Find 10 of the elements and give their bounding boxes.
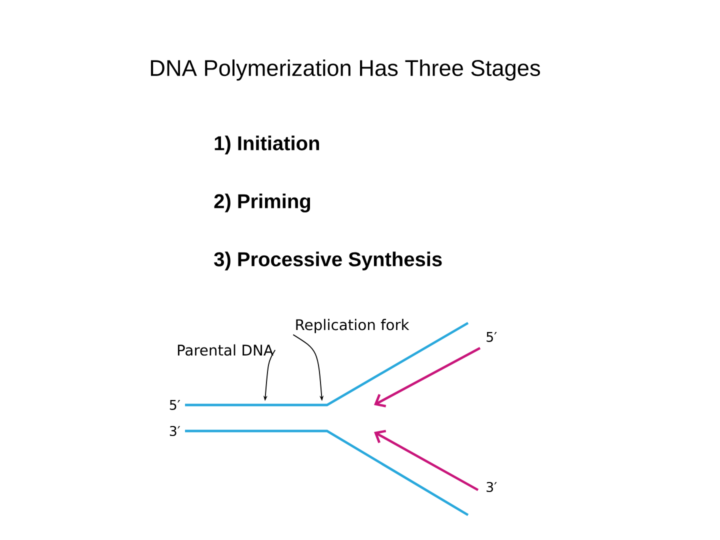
list-item: 2) Priming — [214, 194, 310, 212]
end-label: 3′ — [170, 426, 180, 436]
title: DNA Polymerization Has Three Stages — [150, 59, 540, 81]
end-label: 5′ — [170, 400, 180, 410]
callout-label: Replication fork — [296, 318, 410, 334]
list-item: 3) Processive Synthesis — [214, 252, 442, 270]
end-label: 3′ — [486, 482, 497, 492]
callout-label: Parental DNA — [178, 344, 274, 356]
list-item: 1) Initiation — [214, 136, 320, 154]
end-label: 5′ — [486, 332, 497, 342]
